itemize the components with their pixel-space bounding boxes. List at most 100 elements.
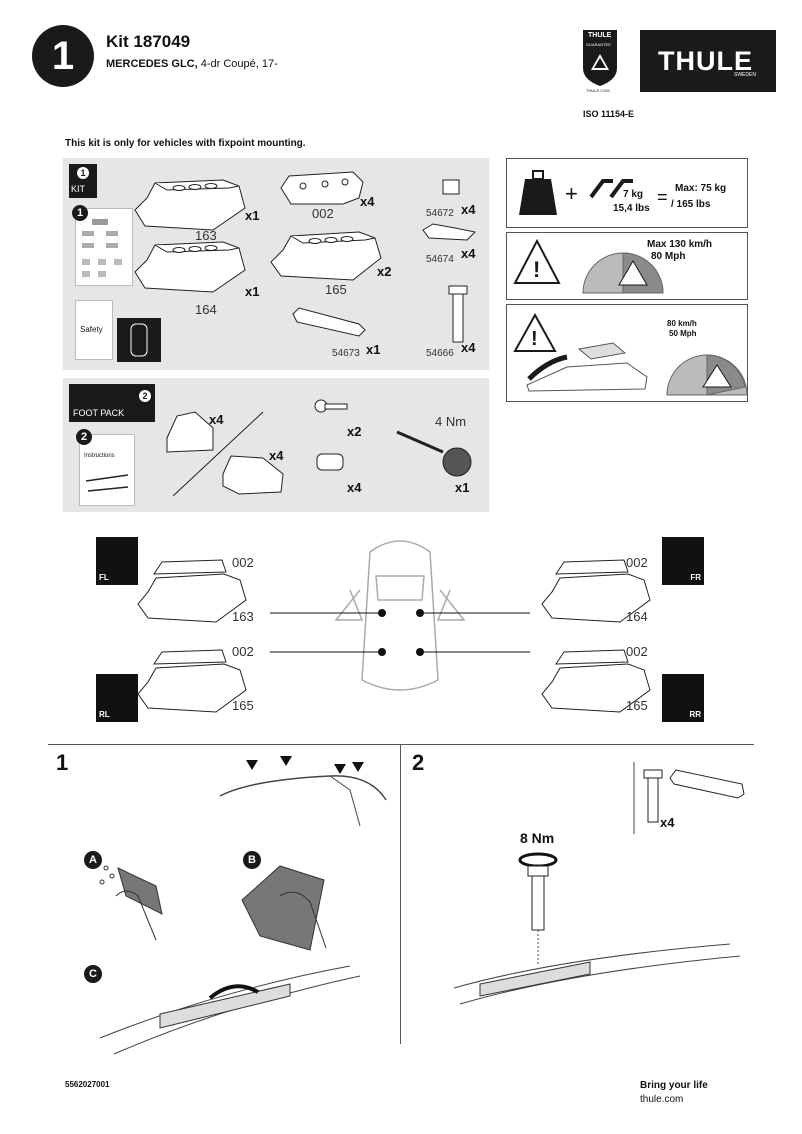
- step-number-badge: 1: [32, 25, 94, 87]
- step-2-parts-illustration: [633, 762, 745, 834]
- part-qty-163: x1: [245, 208, 260, 223]
- car-load-warning-illustration: !: [513, 312, 748, 396]
- position-label-rl: RL: [99, 710, 110, 719]
- position-tab-rr: RR: [662, 674, 704, 722]
- position-label-fr: FR: [690, 573, 701, 582]
- tool-qty: x1: [455, 480, 470, 495]
- bolt-qty: x4: [660, 815, 675, 830]
- step-1-number: 1: [56, 750, 69, 775]
- position-tab-rl: RL: [96, 674, 138, 722]
- rr-bottom-code: 165: [626, 698, 648, 713]
- document-number: 5562027001: [65, 1080, 110, 1089]
- load-illustration: [519, 170, 633, 215]
- foot-pack-badge: 2: [139, 390, 151, 402]
- vehicle-description: MERCEDES GLC, 4-dr Coupé, 17-: [106, 58, 278, 70]
- foot-pack-panel: 2 FOOT PACK 2 Instructions x4 x4 x2 x4 4…: [63, 378, 489, 512]
- equals-sign: =: [657, 187, 668, 207]
- fr-bottom-code: 164: [626, 609, 648, 624]
- guarantee-brand: THULE: [588, 32, 612, 39]
- footer-url[interactable]: thule.com: [640, 1094, 684, 1105]
- rl-bottom-code: 165: [232, 698, 254, 713]
- fixpoint-notice: This kit is only for vehicles with fixpo…: [65, 138, 306, 149]
- tool-torque: 4 Nm: [435, 414, 467, 429]
- rr-top-code: 002: [626, 644, 648, 659]
- fl-top-code: 002: [232, 555, 254, 570]
- part-code-54666: 54666: [426, 348, 454, 359]
- position-label-rr: RR: [689, 710, 701, 719]
- lock-qty: x4: [347, 480, 362, 495]
- footer-slogan: Bring your life: [640, 1080, 708, 1091]
- step-1-roof-illustration: [219, 756, 387, 827]
- vehicle-make: MERCEDES GLC,: [106, 58, 198, 70]
- steps-divider-horizontal: [48, 744, 754, 745]
- position-diagram: [137, 540, 651, 713]
- kit-panel: 1 KIT 1 Safety: [63, 158, 489, 370]
- speed-limit-mph: 80 Mph: [651, 251, 686, 262]
- step-b-wipe-illustration: [241, 865, 327, 951]
- torque-value: 8 Nm: [520, 830, 555, 846]
- part-qty-165: x2: [377, 264, 392, 279]
- load-info-box: + 7 kg 15,4 lbs = Max: 75 kg / 165 lbs: [506, 158, 748, 228]
- kit-manual: 1: [72, 205, 133, 286]
- foot-pack-manual-title: Instructions: [84, 453, 115, 459]
- thule-logo-sweden: SWEDEN: [734, 72, 756, 78]
- safety-manual: Safety: [75, 300, 113, 360]
- plus-sign: +: [565, 181, 578, 206]
- kit-manual-illustration: [82, 219, 122, 277]
- part-qty-54673: x1: [366, 342, 381, 357]
- kit-parts-illustration: [134, 171, 477, 343]
- step-2-bolt-illustration: [453, 852, 741, 1005]
- speed-limit-box: ! Max 130 km/h 80 Mph: [506, 232, 748, 300]
- key-qty: x2: [347, 424, 362, 439]
- part-qty-002: x4: [360, 194, 375, 209]
- step-c-badge: C: [84, 965, 102, 983]
- part-qty-54666: x4: [461, 340, 476, 355]
- step-2-number: 2: [412, 750, 425, 775]
- part-code-002: 002: [312, 206, 334, 221]
- step-b-badge: B: [243, 851, 261, 869]
- rack-weight: 7 kg: [623, 189, 644, 200]
- max-load: Max: 75 kg: [675, 183, 727, 194]
- position-label-fl: FL: [99, 573, 109, 582]
- safety-label: Safety: [80, 325, 103, 334]
- kit-tab: 1 KIT: [69, 164, 97, 198]
- foot-pack-illustration: [166, 399, 472, 497]
- thule-logo: THULE SWEDEN: [640, 30, 776, 92]
- foot-pack-manual-badge: 2: [76, 429, 92, 445]
- part-code-54672: 54672: [426, 208, 454, 219]
- step-a-clean-illustration: [99, 865, 163, 941]
- max-load-lbs: / 165 lbs: [671, 199, 711, 210]
- safety-position-diagram: [117, 318, 161, 362]
- foot-pack-tab: 2 FOOT PACK: [69, 384, 155, 422]
- part-code-163: 163: [195, 228, 217, 243]
- thule-logo-text: THULE: [658, 46, 753, 76]
- part-code-165: 165: [325, 282, 347, 297]
- position-tab-fr: FR: [662, 537, 704, 585]
- part-qty-54674: x4: [461, 246, 476, 261]
- foot-qty-2: x4: [269, 448, 284, 463]
- guarantee-url: THULE.COM: [586, 88, 610, 93]
- foot-pack-manual: 2 Instructions: [76, 429, 135, 506]
- position-tab-fl: FL: [96, 537, 138, 585]
- step-c-roof-rail-illustration: [99, 965, 361, 1055]
- part-qty-54672: x4: [461, 202, 476, 217]
- foot-qty-1: x4: [209, 412, 224, 427]
- part-code-54673: 54673: [332, 348, 360, 359]
- part-code-164: 164: [195, 302, 217, 317]
- steps-divider-vertical: [400, 744, 401, 1044]
- speed-limit-kmh: Max 130 km/h: [647, 239, 713, 250]
- speed-warning-illustration: !: [513, 238, 664, 294]
- reduced-speed-kmh: 80 km/h: [667, 319, 697, 328]
- kit-label: KIT: [71, 184, 86, 194]
- svg-text:!: !: [531, 328, 538, 350]
- fl-bottom-code: 163: [232, 609, 254, 624]
- part-code-54674: 54674: [426, 254, 454, 265]
- guarantee-label: GUARANTEE: [586, 42, 611, 47]
- svg-text:!: !: [533, 257, 540, 282]
- reduced-speed-mph: 50 Mph: [669, 329, 697, 338]
- fr-top-code: 002: [626, 555, 648, 570]
- kit-badge: 1: [77, 167, 89, 179]
- vehicle-model: 4-dr Coupé, 17-: [197, 58, 278, 70]
- kit-manual-badge: 1: [72, 205, 88, 221]
- rl-top-code: 002: [232, 644, 254, 659]
